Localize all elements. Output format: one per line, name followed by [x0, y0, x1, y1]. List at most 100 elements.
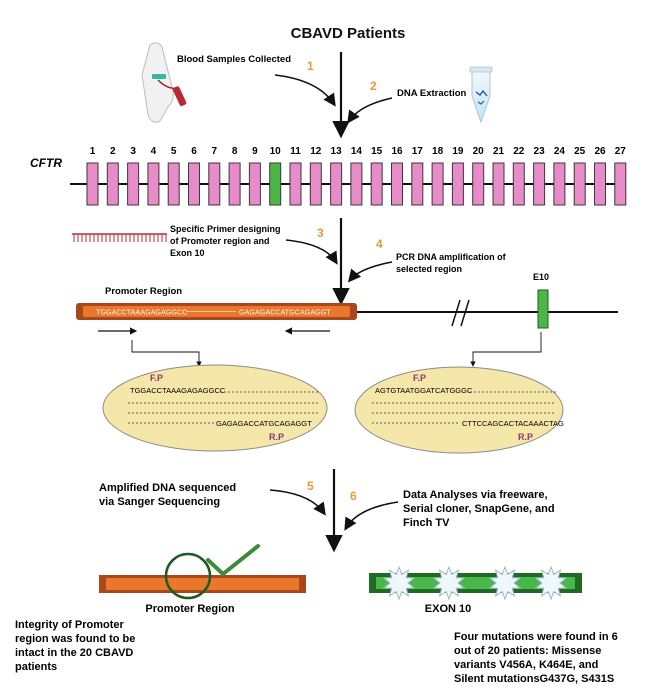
step-6-text-line-1: Data Analyses via freeware, [403, 489, 548, 501]
right-seq-top: AGTGTAATGGATCATGGGC [375, 386, 473, 395]
exon-number-17: 17 [412, 146, 424, 157]
mutation-burst-1 [382, 565, 416, 601]
exon-number-26: 26 [594, 146, 606, 157]
exon-number-5: 5 [171, 146, 177, 157]
exon-17 [411, 162, 424, 206]
step-2-number: 2 [370, 79, 377, 93]
result-right-line-4: Silent mutationsG437G, S431S [454, 673, 614, 685]
step-5-number: 5 [307, 479, 314, 493]
step-3-text-line-2: of Promoter region and [170, 236, 270, 246]
mutation-burst-2 [432, 565, 466, 601]
exon-12 [309, 162, 322, 206]
left-primer-ellipse [102, 364, 328, 452]
promoter-fwd-seq: TGGACCTAAAGAGAGGCC [96, 308, 187, 317]
exon-number-13: 13 [331, 146, 343, 157]
step-6-number: 6 [350, 489, 357, 503]
step-5-text-line-2: via Sanger Sequencing [99, 496, 220, 508]
step-2-arrow [347, 97, 393, 124]
left-rp-label: R.P [269, 432, 284, 442]
exon-21 [492, 162, 505, 206]
exon-19 [451, 162, 464, 206]
break-mark-icon [451, 299, 470, 327]
exon-number-22: 22 [513, 146, 525, 157]
right-rp-label: R.P [518, 432, 533, 442]
exon-number-20: 20 [473, 146, 485, 157]
step-2-text: DNA Extraction [397, 88, 467, 99]
exon-number-1: 1 [90, 146, 96, 157]
exon-23 [533, 162, 546, 206]
step-4-text-line-2: selected region [396, 264, 462, 274]
gene-label: CFTR [30, 156, 62, 170]
exon-14 [350, 162, 363, 206]
exon-4 [147, 162, 160, 206]
exon-number-10: 10 [270, 146, 282, 157]
exon-number-14: 14 [351, 146, 363, 157]
hand-blood-icon [141, 42, 187, 123]
exon-number-8: 8 [232, 146, 238, 157]
exon-number-19: 19 [452, 146, 464, 157]
exon-3 [127, 162, 140, 206]
step-1-text: Blood Samples Collected [177, 54, 291, 65]
exon-27 [614, 162, 627, 206]
result-exon10-label: EXON 10 [425, 603, 471, 615]
exon-number-9: 9 [252, 146, 258, 157]
result-left-line-1: Integrity of Promoter [15, 619, 125, 631]
exon-number-2: 2 [110, 146, 116, 157]
exon-number-16: 16 [391, 146, 403, 157]
step-6-text-line-2: Serial cloner, SnapGene, and [403, 503, 555, 515]
mutation-burst-3 [488, 565, 522, 601]
exon-20 [472, 162, 485, 206]
exon-10-small-label: E10 [533, 272, 549, 282]
exon-13 [330, 162, 343, 206]
left-connector [131, 340, 202, 367]
exon-24 [553, 162, 566, 206]
exon-10-small [537, 289, 549, 329]
exon-number-18: 18 [432, 146, 444, 157]
check-mark-icon [206, 544, 260, 576]
diagram-title: CBAVD Patients [291, 25, 406, 42]
step-3-text-line-3: Exon 10 [170, 248, 205, 258]
step-4-number: 4 [376, 237, 383, 251]
step-5-text-line-1: Amplified DNA sequenced [99, 482, 236, 494]
right-connector [470, 332, 542, 367]
exon-25 [573, 162, 586, 206]
result-right-line-1: Four mutations were found in 6 [454, 631, 618, 643]
result-right-line-2: out of 20 patients: Missense [454, 645, 601, 657]
step-6-text-line-3: Finch TV [403, 517, 450, 529]
step-5-arrow [269, 489, 326, 516]
exon-number-4: 4 [151, 146, 157, 157]
exon-7 [208, 162, 221, 206]
exon-number-23: 23 [534, 146, 546, 157]
exon-number-12: 12 [310, 146, 322, 157]
exon-8 [228, 162, 241, 206]
exon-15 [370, 162, 383, 206]
magnifier-circle [164, 552, 212, 600]
step-1-number: 1 [307, 59, 314, 73]
exon-6 [188, 162, 200, 206]
dna-tube-icon [469, 66, 493, 124]
step-3-number: 3 [317, 226, 324, 240]
exon-number-3: 3 [130, 146, 136, 157]
step-3-arrow [285, 239, 338, 265]
exon-10 [269, 162, 282, 206]
promoter-label: Promoter Region [105, 286, 182, 297]
exon-number-21: 21 [493, 146, 505, 157]
exon-number-24: 24 [554, 146, 566, 157]
result-left-line-2: region was found to be [15, 633, 135, 645]
exon-number-25: 25 [574, 146, 586, 157]
exon-1 [86, 162, 99, 206]
left-fp-label: F.P [150, 373, 163, 383]
step-1-arrow [274, 74, 336, 107]
left-seq-top: TGGACCTAAAGAGAGGCC [130, 386, 226, 395]
right-fp-label: F.P [413, 373, 426, 383]
exon-number-11: 11 [290, 146, 301, 157]
result-right-line-3: variants V456A, K464E, and [454, 659, 598, 671]
exon-22 [512, 162, 525, 206]
primer-comb-icon [72, 233, 167, 242]
step-3-text-line-1: Specific Primer designing [170, 224, 281, 234]
promoter-rev-seq: GAGAGACCATGCAGAGGT [239, 308, 331, 317]
exon-5 [167, 162, 180, 206]
result-left-line-4: patients [15, 661, 57, 673]
right-seq-bottom: CTTCCAGCACTACAAACTAG [462, 419, 564, 428]
